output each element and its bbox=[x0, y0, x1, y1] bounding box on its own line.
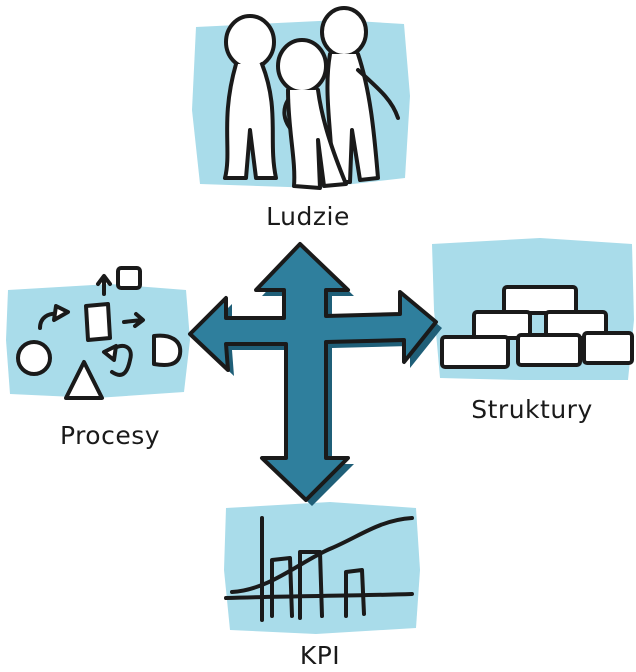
people-node: Ludzie bbox=[192, 6, 410, 231]
people-label: Ludzie bbox=[266, 202, 350, 231]
org-blocks-icon bbox=[440, 285, 634, 369]
kpi-node: KPI bbox=[224, 502, 420, 670]
structures-node: Struktury bbox=[432, 238, 634, 424]
processes-label: Procesy bbox=[60, 421, 160, 450]
kpi-label: KPI bbox=[300, 641, 340, 670]
bar-chart-curve-icon bbox=[224, 516, 414, 622]
process-shapes-icon bbox=[16, 266, 183, 400]
four-way-arrow-icon bbox=[188, 242, 442, 506]
processes-node: Procesy bbox=[6, 266, 190, 450]
stick-figures-icon bbox=[223, 6, 400, 190]
structures-label: Struktury bbox=[471, 395, 593, 424]
